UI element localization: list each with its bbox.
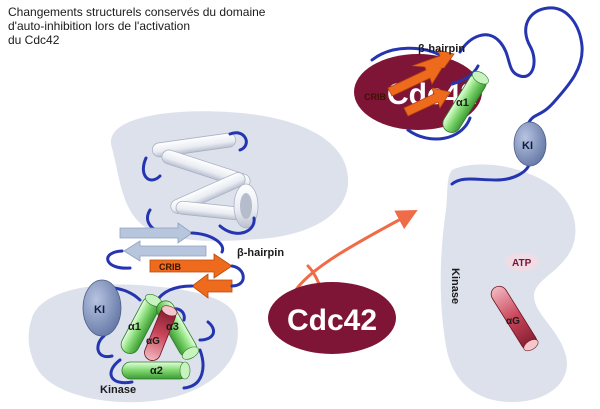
left-crib-label: CRIB xyxy=(159,262,181,272)
right-ki-label: KI xyxy=(522,140,533,152)
center-cdc42-label: Cdc42 xyxy=(287,304,377,337)
right-ki-domain xyxy=(513,121,547,167)
left-kinase-label: Kinase xyxy=(100,384,136,396)
left-helix-alpha2 xyxy=(121,361,191,380)
right-helix-alpha1 xyxy=(442,71,489,133)
left-light-strands xyxy=(119,222,207,262)
right-helix-alphaG xyxy=(490,285,539,352)
left-alpha2-label: α2 xyxy=(150,365,163,377)
left-helix-alphaG xyxy=(144,305,178,361)
right-hairpin-loops xyxy=(370,46,480,141)
caption-line-1: Changements structurels conservés du dom… xyxy=(8,5,266,19)
left-alpha3-label: α3 xyxy=(166,321,179,333)
left-upper-helices xyxy=(151,132,259,229)
right-alpha1-label: α1 xyxy=(456,97,469,109)
right-alphaG-label: αG xyxy=(506,316,520,327)
caption-line-2: d'auto-inhibition lors de l'activation xyxy=(8,19,191,33)
right-atp-label: ATP xyxy=(512,258,532,269)
caption-line-3: du Cdc42 xyxy=(8,33,60,47)
right-crib-label: CRIB xyxy=(364,92,386,102)
left-kinase-loops xyxy=(96,284,216,390)
right-linker xyxy=(450,6,584,186)
left-alpha1-label: α1 xyxy=(128,321,141,333)
figure-caption: Changements structurels conservés du dom… xyxy=(8,5,328,47)
left-ki-domain xyxy=(82,279,122,337)
left-alphaG-label: αG xyxy=(146,336,160,347)
left-beta-hairpin-label: β-hairpin xyxy=(237,247,284,259)
right-atp-site xyxy=(505,253,539,271)
left-upper-loops xyxy=(141,131,256,235)
right-kinase-domain xyxy=(440,164,576,402)
right-kinase-label: Kinase xyxy=(449,268,461,304)
center-cdc42-oval xyxy=(268,282,396,354)
left-ki-label: KI xyxy=(94,304,105,316)
left-strand-loops xyxy=(106,231,225,270)
left-helices xyxy=(120,293,199,380)
left-crib-strands xyxy=(149,253,245,299)
left-helix-alpha1 xyxy=(120,293,163,354)
right-crib-strands xyxy=(387,49,455,117)
right-beta-hairpin-label: β-hairpin xyxy=(418,43,465,55)
